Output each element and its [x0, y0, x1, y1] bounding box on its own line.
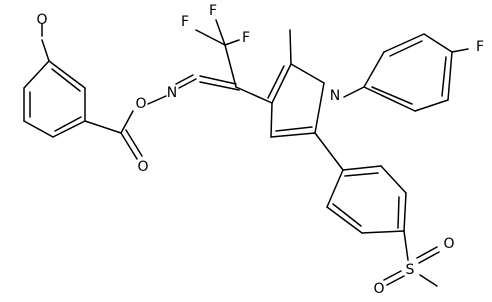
atom-label-f: F — [476, 39, 484, 55]
atom-label-o: O — [36, 12, 47, 28]
atom-label-n: N — [330, 88, 340, 104]
bond-lines — [23, 19, 469, 287]
atom-label-o: O — [135, 96, 146, 112]
atom-label-o: O — [373, 281, 384, 297]
atom-label-o: O — [137, 159, 148, 175]
atom-labels: F F F F O O O N N S O O — [36, 3, 484, 297]
atom-label-f: F — [181, 14, 189, 30]
atom-label-o: O — [443, 236, 454, 252]
atom-label-f: F — [242, 30, 250, 46]
atom-label-n: N — [167, 85, 177, 101]
atom-label-s: S — [406, 262, 415, 278]
atom-label-f: F — [209, 3, 217, 19]
